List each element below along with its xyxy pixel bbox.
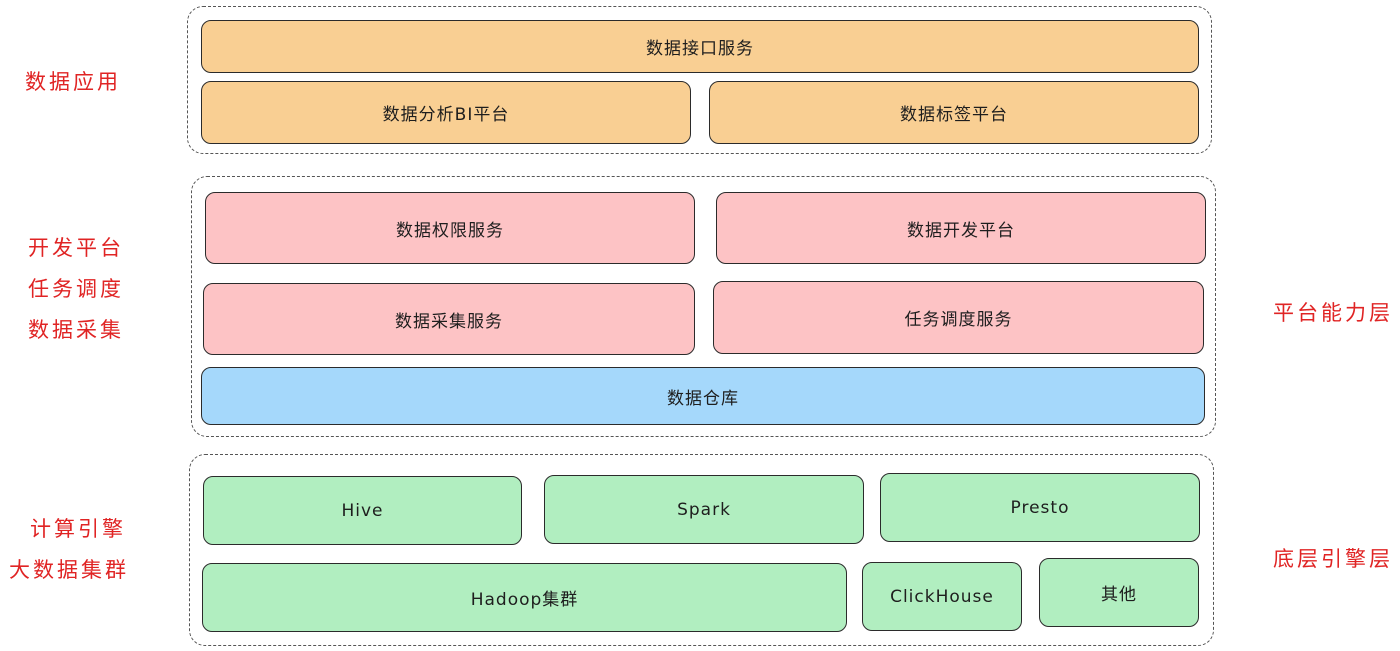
label-task-schedule: 任务调度 (28, 277, 124, 301)
platform-layer-group (191, 176, 1216, 437)
collect-service-box: 数据采集服务 (203, 283, 695, 355)
label-platform-capability-layer: 平台能力层 (1273, 301, 1393, 325)
bi-platform-box: 数据分析BI平台 (201, 81, 691, 144)
spark-box: Spark (544, 475, 864, 544)
hadoop-cluster-box: Hadoop集群 (202, 563, 847, 632)
label-data-application: 数据应用 (25, 70, 121, 94)
schedule-service-box: 任务调度服务 (713, 281, 1204, 354)
presto-box: Presto (880, 473, 1200, 542)
label-compute-engine: 计算引擎 (30, 517, 126, 541)
data-warehouse-box: 数据仓库 (201, 367, 1205, 425)
tag-platform-box: 数据标签平台 (709, 81, 1199, 144)
dev-platform-box: 数据开发平台 (716, 192, 1206, 264)
label-dev-platform: 开发平台 (28, 236, 124, 260)
data-api-service-box: 数据接口服务 (201, 20, 1199, 73)
application-layer-group (187, 6, 1212, 154)
permission-service-box: 数据权限服务 (205, 192, 695, 264)
label-engine-layer: 底层引擎层 (1273, 547, 1393, 571)
label-bigdata-cluster: 大数据集群 (9, 558, 129, 582)
hive-box: Hive (203, 476, 522, 545)
label-data-collect: 数据采集 (28, 318, 124, 342)
other-box: 其他 (1039, 558, 1199, 627)
clickhouse-box: ClickHouse (862, 562, 1022, 631)
engine-layer-group (189, 454, 1214, 646)
